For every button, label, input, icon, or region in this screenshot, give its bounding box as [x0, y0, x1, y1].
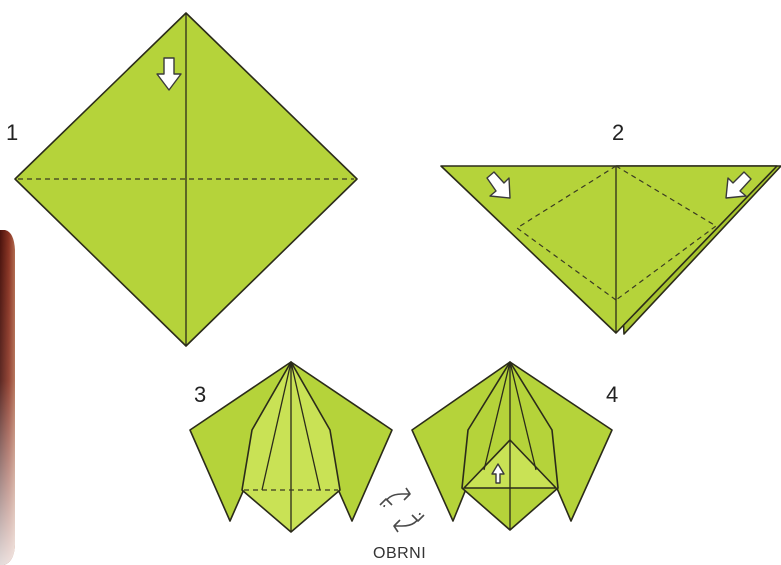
step-1: 1 — [6, 12, 358, 347]
arrow-up-icon — [491, 463, 505, 484]
rotate-icon — [379, 487, 425, 533]
side-photo — [0, 230, 15, 565]
arrow-down-icon — [156, 57, 182, 91]
step-2-right-fold-line — [615, 165, 718, 301]
step-2-triangle — [440, 165, 778, 334]
step-4-right-crease — [509, 361, 537, 471]
step-4: 4 — [411, 361, 618, 531]
step-2-left-fold-line — [515, 165, 617, 301]
step-3-left-crease — [261, 361, 292, 491]
step-2-number: 2 — [612, 120, 624, 145]
flip-label: OBRNI — [373, 545, 426, 562]
step-3-number: 3 — [194, 382, 206, 407]
arrow-diagonal-icon — [486, 171, 752, 199]
step-1-number: 1 — [6, 120, 18, 145]
step-3: 3 — [189, 361, 393, 533]
step-3-right-crease — [290, 361, 321, 491]
step-4-number: 4 — [606, 382, 618, 407]
step-2: 2 — [440, 120, 781, 335]
step-4-left-crease — [483, 361, 511, 471]
flip-instruction: OBRNI — [373, 487, 426, 562]
